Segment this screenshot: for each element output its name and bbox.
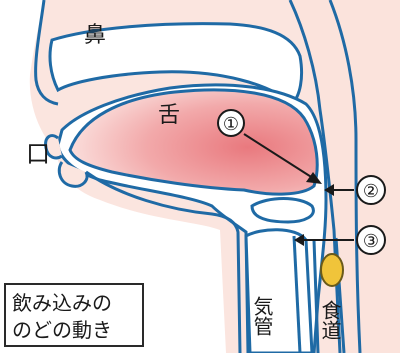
label-nose: 鼻 xyxy=(84,23,106,48)
marker-2-label: ② xyxy=(363,181,379,202)
marker-2: ② xyxy=(357,176,385,204)
label-mouth: 口 xyxy=(26,140,50,168)
marker-1-label: ① xyxy=(223,114,239,135)
label-trachea: 気管 xyxy=(250,296,274,336)
marker-1: ① xyxy=(218,110,244,136)
marker-3: ③ xyxy=(357,226,385,254)
caption-line-2: のどの動き xyxy=(12,317,142,344)
label-tongue: 舌 xyxy=(158,103,180,128)
epiglottis xyxy=(252,199,313,223)
caption-line-1: 飲み込みの xyxy=(12,290,142,317)
caption-box: 飲み込みの のどの動き xyxy=(4,283,144,347)
marker-3-label: ③ xyxy=(363,231,379,252)
food-bolus xyxy=(321,254,343,286)
label-esophagus: 食道 xyxy=(318,300,342,340)
